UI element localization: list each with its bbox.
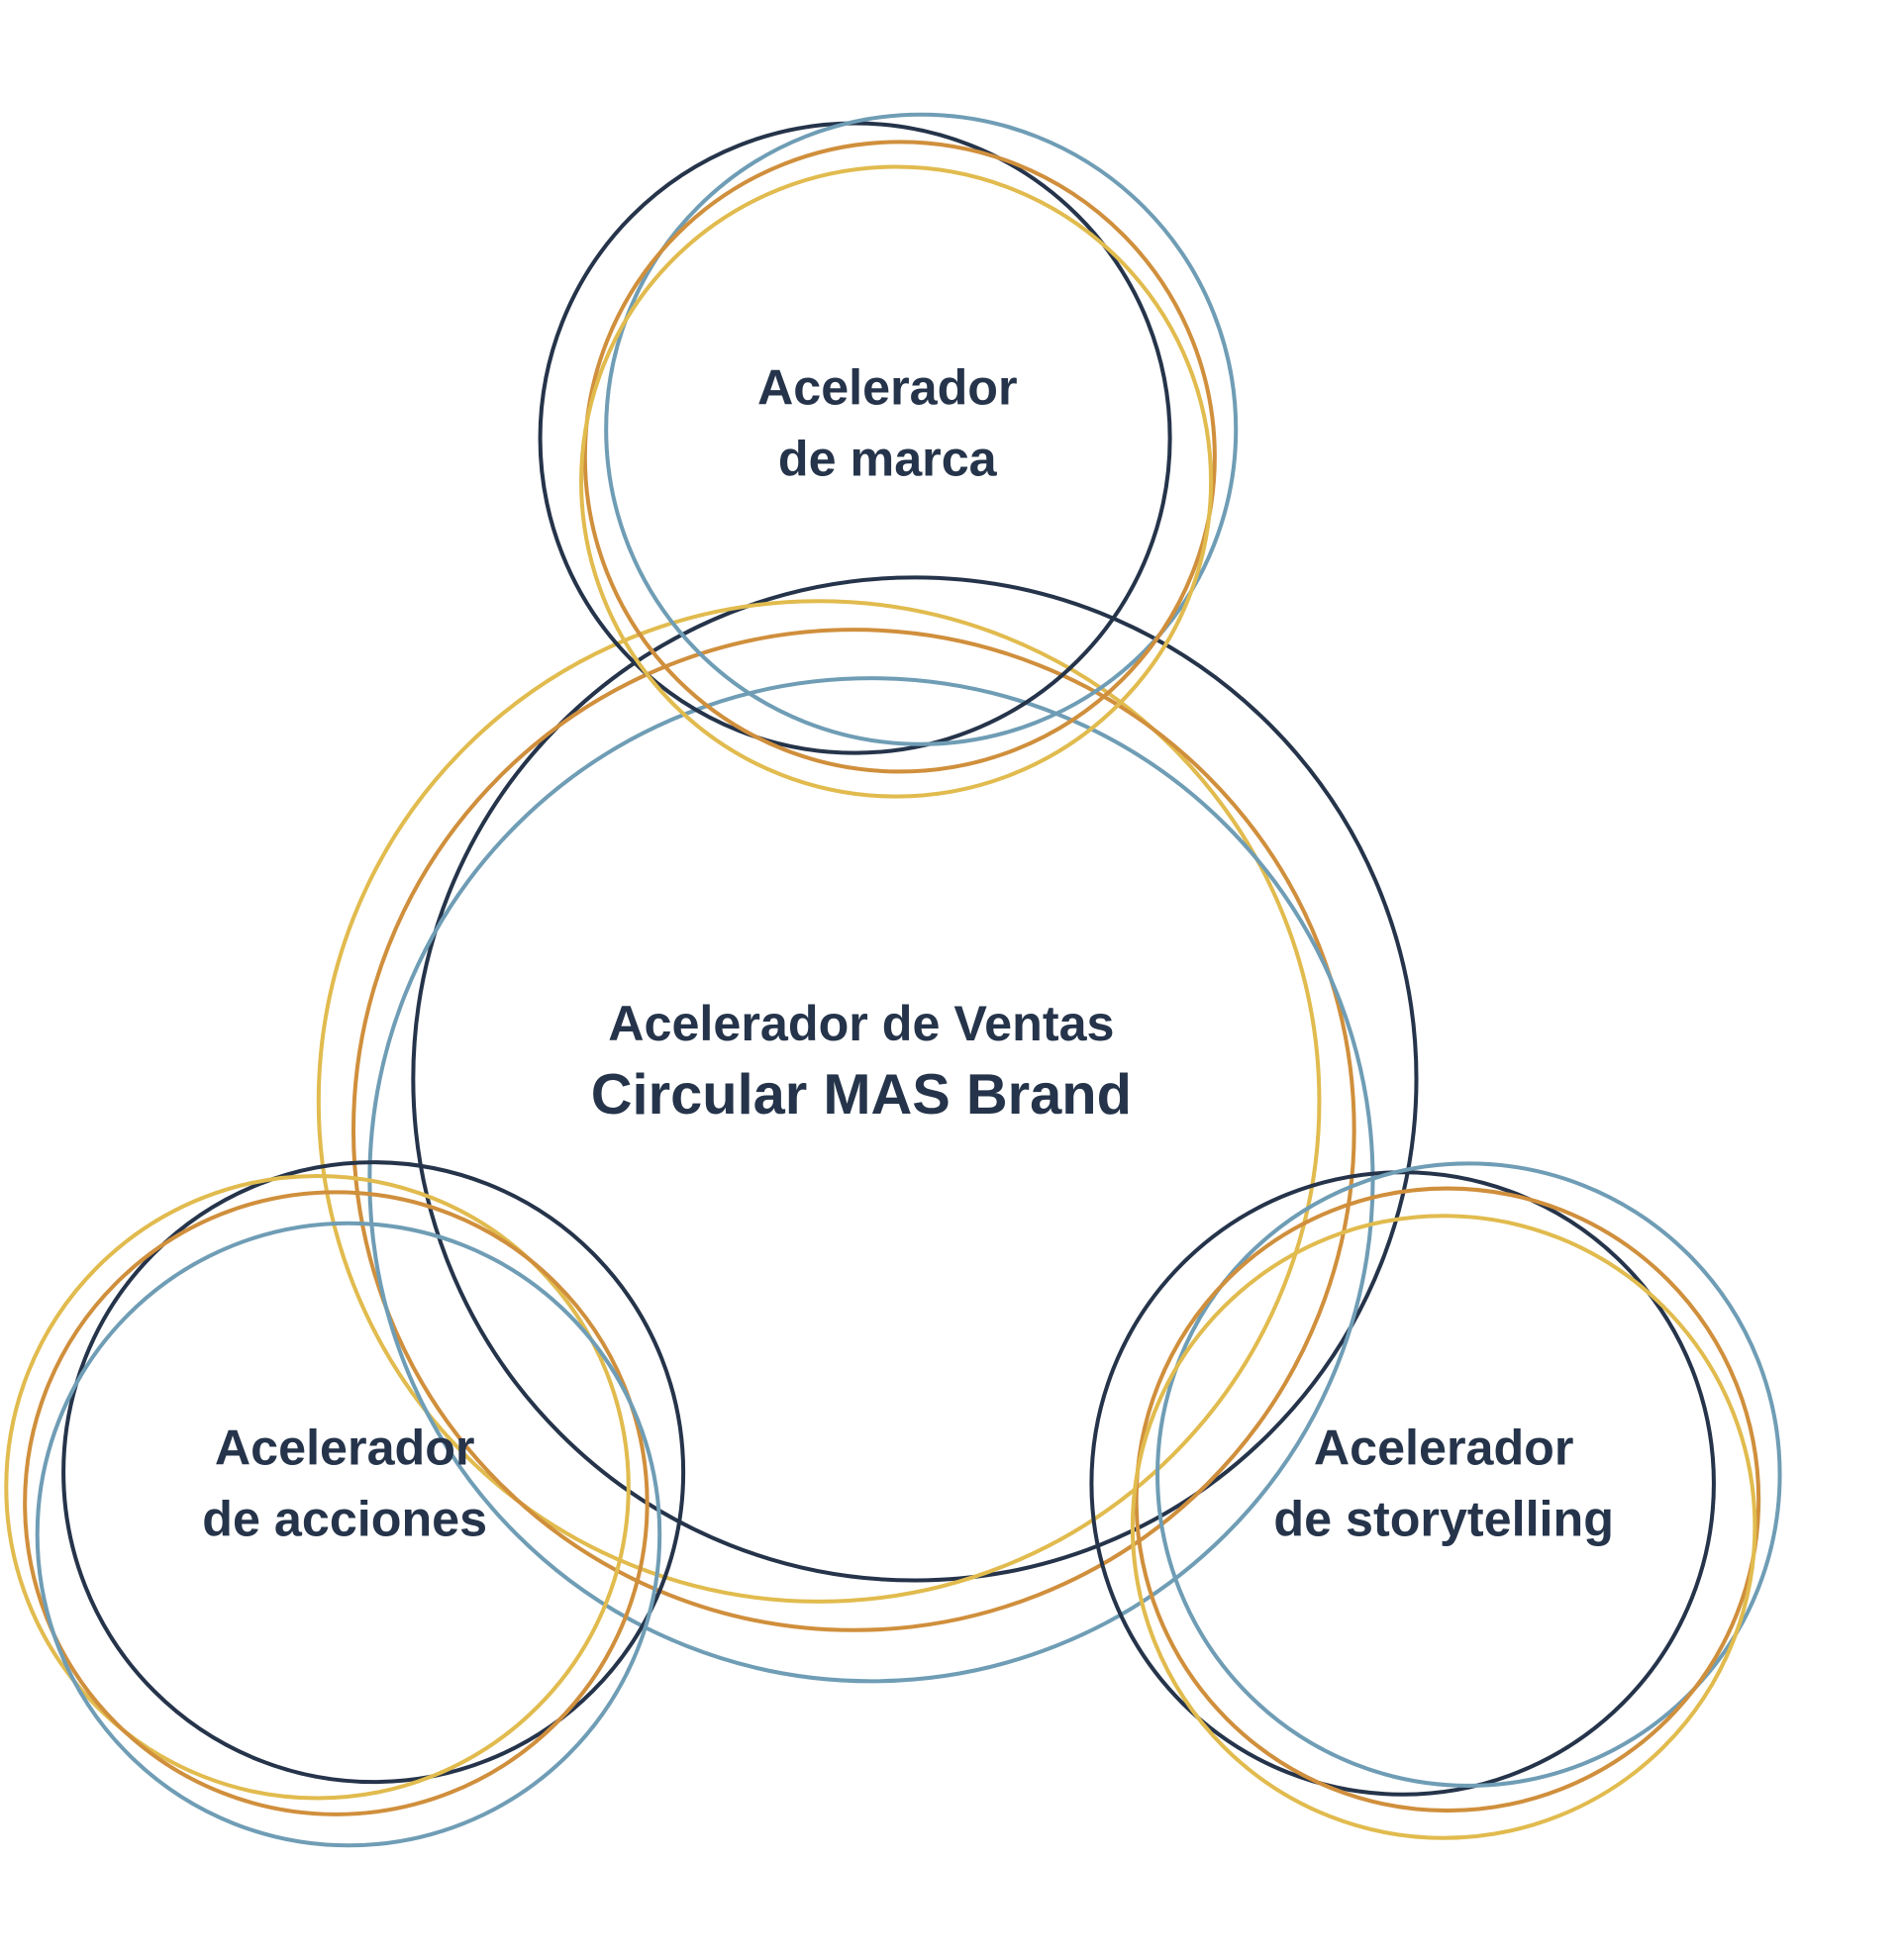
left-ring-blue xyxy=(35,1221,662,1848)
left-label-line2: de acciones xyxy=(202,1490,487,1546)
top-ring-orange xyxy=(582,140,1217,774)
right-ring-blue xyxy=(1155,1161,1782,1788)
left-ring-navy xyxy=(61,1160,686,1785)
center-ring-navy xyxy=(411,575,1419,1583)
top-label-line1: Acelerador xyxy=(757,359,1018,416)
center-label-line1: Acelerador de Ventas xyxy=(608,995,1114,1051)
right-label-line1: Acelerador xyxy=(1314,1420,1574,1476)
right-ring-group xyxy=(1089,1161,1782,1840)
left-ring-orange xyxy=(23,1190,650,1816)
center-ring-orange xyxy=(351,628,1356,1632)
top-ring-group xyxy=(538,112,1239,799)
center-ring-blue xyxy=(367,676,1375,1684)
top-ring-blue xyxy=(604,112,1239,746)
left-ring-group xyxy=(4,1160,686,1848)
left-ring-yellow xyxy=(4,1173,631,1801)
right-ring-orange xyxy=(1134,1186,1761,1813)
left-label-line1: Acelerador xyxy=(215,1420,475,1476)
center-label-line2: Circular MAS Brand xyxy=(591,1063,1132,1127)
right-ring-yellow xyxy=(1130,1214,1757,1840)
center-ring-yellow xyxy=(316,599,1322,1604)
right-label-line2: de storytelling xyxy=(1273,1490,1614,1546)
top-ring-yellow xyxy=(579,164,1214,799)
top-label-line2: de marca xyxy=(778,430,998,486)
